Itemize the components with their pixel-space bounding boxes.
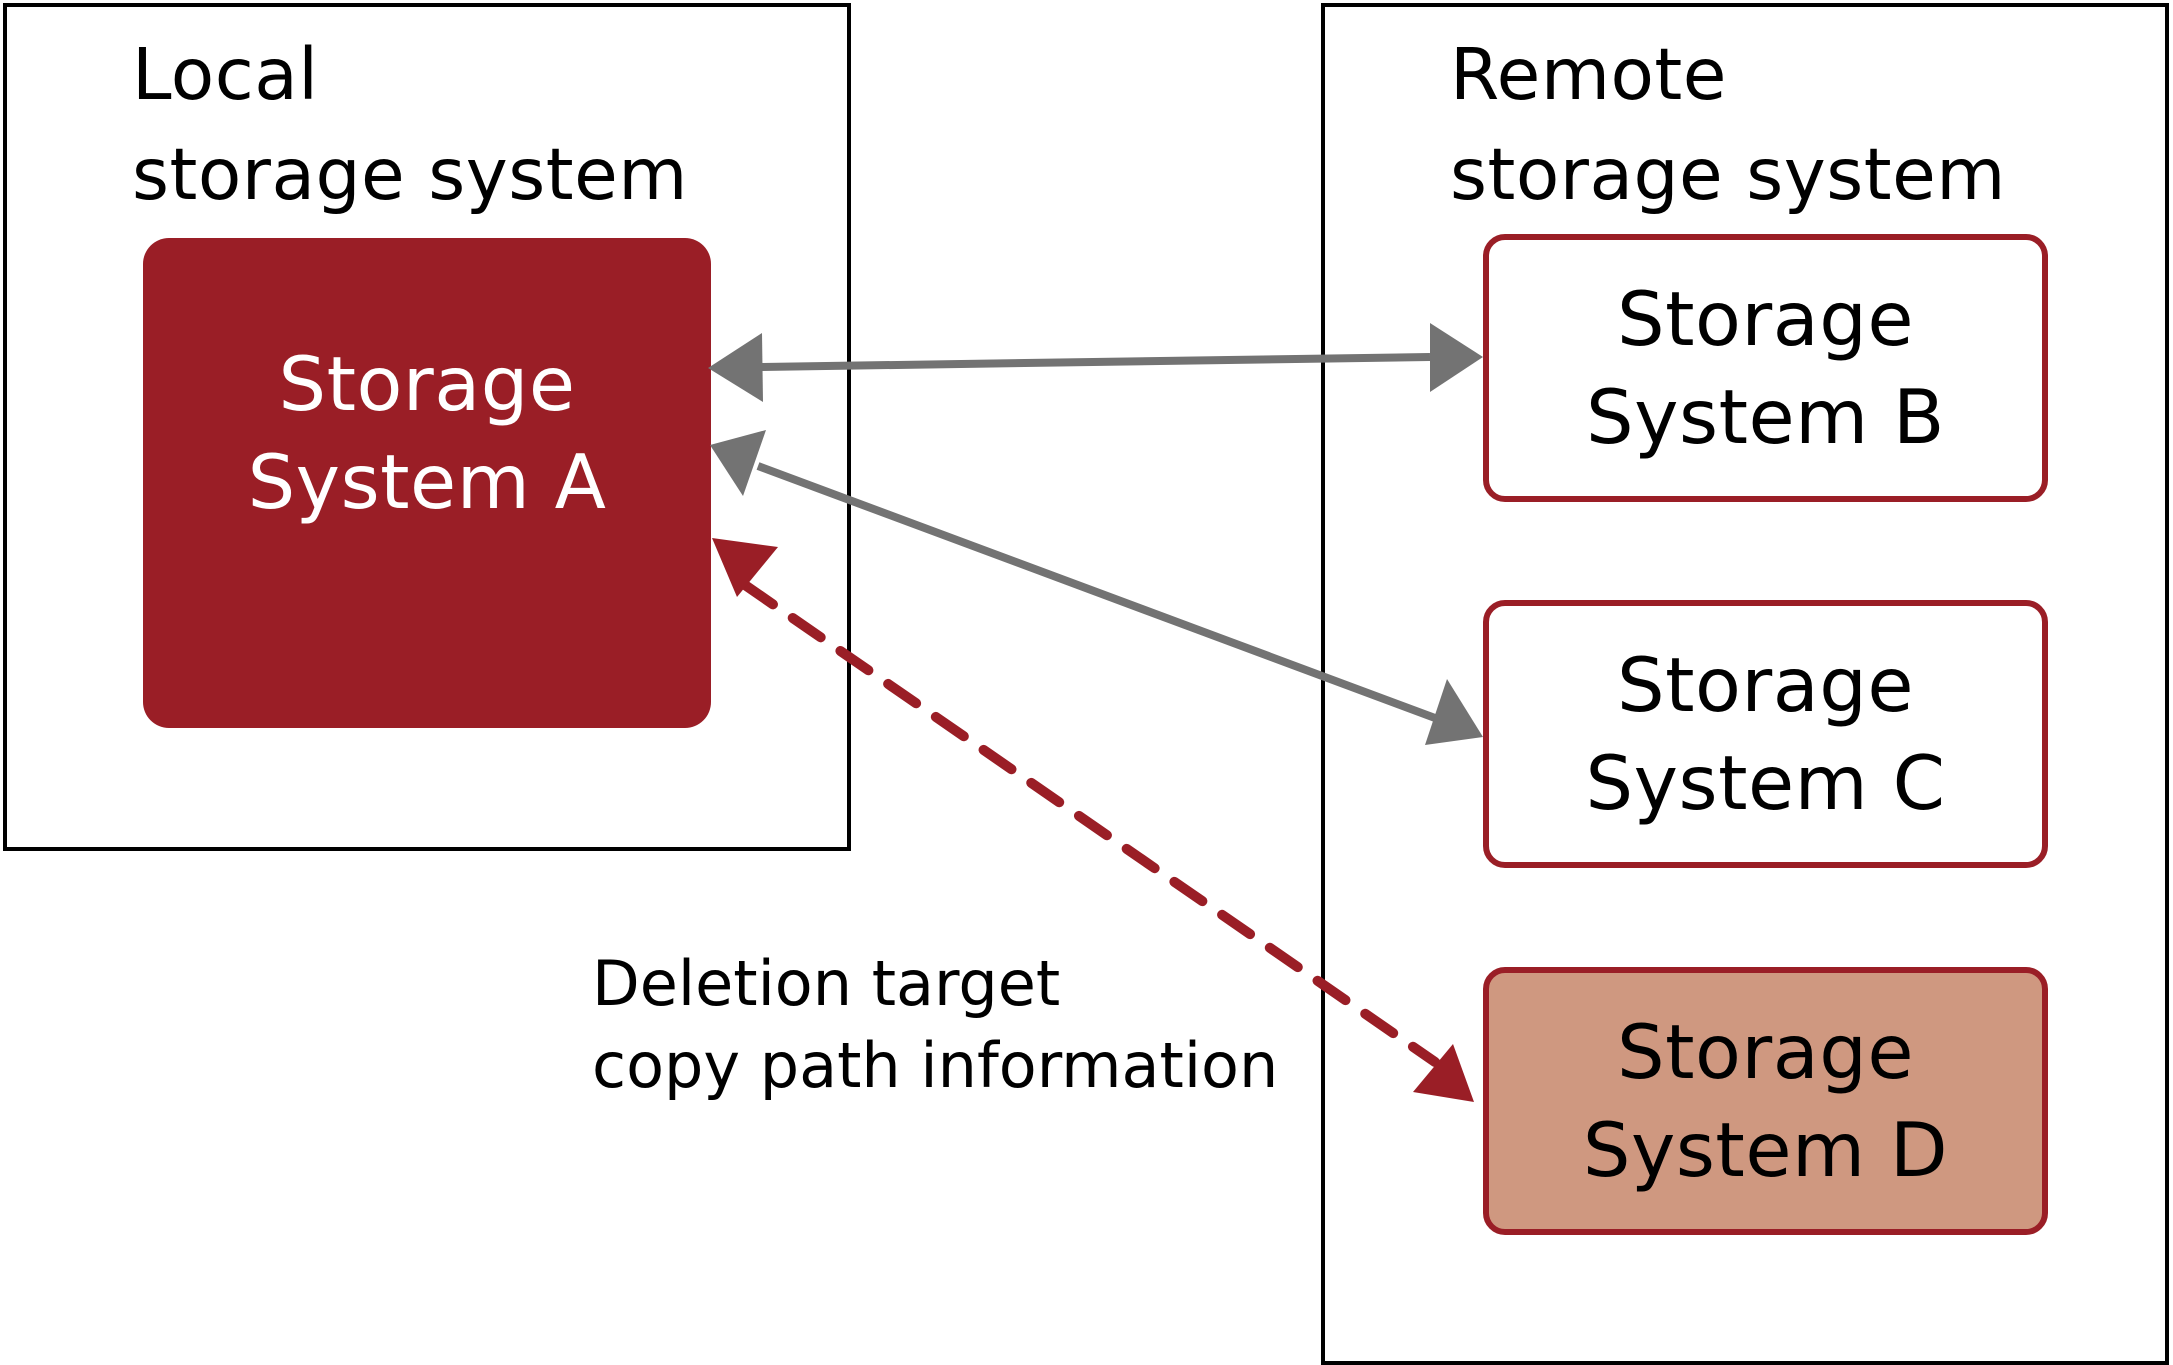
storage-system-c-node: Storage System C [1483,600,2048,868]
local-storage-system-title: Local storage system [132,33,688,216]
storage-system-a-label: Storage System A [247,340,607,526]
deletion-target-caption: Deletion target copy path information [592,947,1279,1102]
storage-system-d-label: Storage System D [1582,1008,1949,1194]
storage-system-b-node: Storage System B [1483,234,2048,502]
remote-storage-system-title: Remote storage system [1450,33,2006,216]
storage-system-d-node: Storage System D [1483,967,2048,1235]
storage-system-a-node: Storage System A [143,238,711,728]
storage-system-c-label: Storage System C [1585,641,1946,827]
storage-system-b-label: Storage System B [1586,275,1945,461]
